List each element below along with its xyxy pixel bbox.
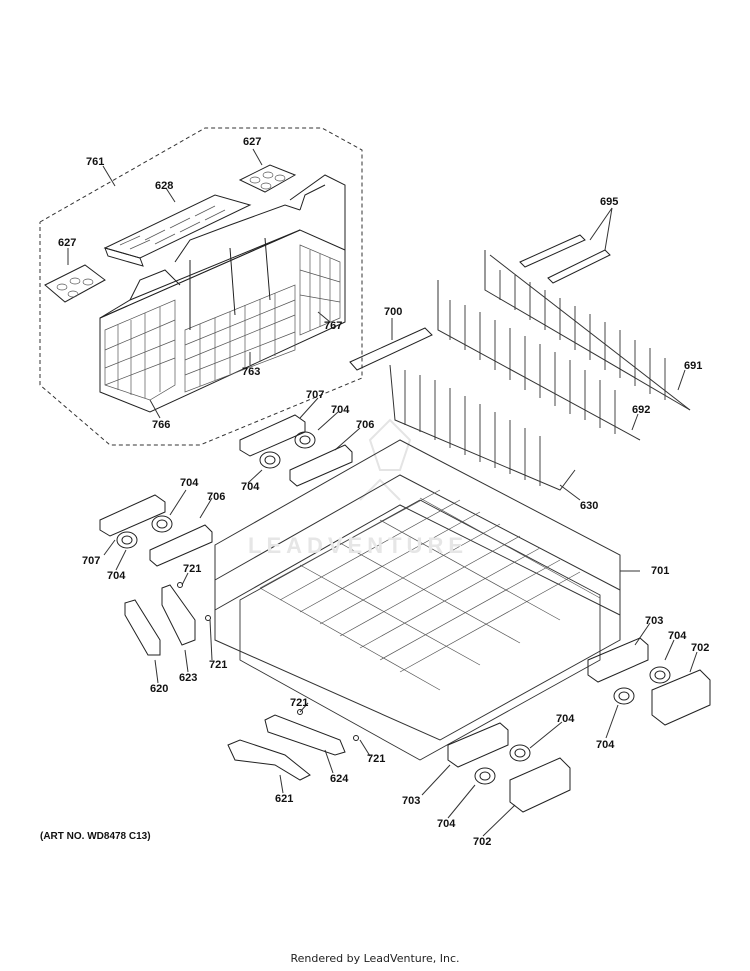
screw-721 <box>177 582 359 741</box>
silverware-basket <box>100 175 345 412</box>
handle-620 <box>125 600 160 655</box>
handle-621 <box>228 740 310 780</box>
hinge-624 <box>265 715 345 755</box>
basket-lid-628 <box>105 195 250 266</box>
watermark-text: LEADVENTURE <box>248 533 469 558</box>
callout-700: 700 <box>384 306 403 318</box>
callout-721-d: 721 <box>367 753 386 765</box>
callout-702-bottom: 702 <box>473 836 492 848</box>
callout-706-top: 706 <box>356 419 375 431</box>
footer-credit: Rendered by LeadVenture, Inc. <box>290 952 460 965</box>
roller-704 <box>117 432 670 784</box>
callout-621: 621 <box>275 793 294 805</box>
callout-721-b: 721 <box>209 659 228 671</box>
callout-761: 761 <box>86 156 105 168</box>
callout-704-right-a: 704 <box>668 630 687 642</box>
callout-704-top-a: 704 <box>331 404 350 416</box>
callout-721-c: 721 <box>290 697 309 709</box>
callout-703-right: 703 <box>645 615 664 627</box>
callout-767: 767 <box>324 320 343 332</box>
callout-695: 695 <box>600 196 619 208</box>
basket-lid-627-top <box>240 165 295 192</box>
callout-704-left-b: 704 <box>107 570 126 582</box>
callout-692: 692 <box>632 404 651 416</box>
watermark-logo <box>360 420 410 500</box>
callout-623: 623 <box>179 672 198 684</box>
leader-lines <box>68 149 697 836</box>
callout-703-bottom: 703 <box>402 795 421 807</box>
callout-763: 763 <box>242 366 261 378</box>
callout-707-top: 707 <box>306 389 325 401</box>
art-number: (ART NO. WD8478 C13) <box>40 831 151 842</box>
callout-721-a: 721 <box>183 563 202 575</box>
callout-628: 628 <box>155 180 174 192</box>
callout-691: 691 <box>684 360 703 372</box>
callout-702-right: 702 <box>691 642 710 654</box>
callout-704-left-a: 704 <box>180 477 199 489</box>
bracket-707 <box>100 415 305 536</box>
callout-620: 620 <box>150 683 169 695</box>
clip-700 <box>350 328 432 370</box>
callout-704-top-b: 704 <box>241 481 260 493</box>
callout-707-left: 707 <box>82 555 101 567</box>
basket-lid-627-left <box>45 265 105 302</box>
bracket-706 <box>150 445 352 566</box>
lower-rack-701 <box>215 440 620 760</box>
tine-row-691 <box>485 250 690 410</box>
callout-704-bottom-b: 704 <box>437 818 456 830</box>
hinge-623 <box>162 585 195 645</box>
callout-706-left: 706 <box>207 491 226 503</box>
bracket-703 <box>448 638 648 767</box>
tine-row-692 <box>438 280 640 440</box>
callout-704-bottom-a: 704 <box>556 713 575 725</box>
tine-row-630 <box>390 365 575 490</box>
callout-627-left: 627 <box>58 237 77 249</box>
clip-695 <box>520 235 610 283</box>
callout-624: 624 <box>330 773 349 785</box>
callout-704-right-b: 704 <box>596 739 615 751</box>
callout-630: 630 <box>580 500 599 512</box>
callout-627-top: 627 <box>243 136 262 148</box>
callout-766: 766 <box>152 419 171 431</box>
callout-701: 701 <box>651 565 670 577</box>
end-cap-702 <box>510 670 710 812</box>
